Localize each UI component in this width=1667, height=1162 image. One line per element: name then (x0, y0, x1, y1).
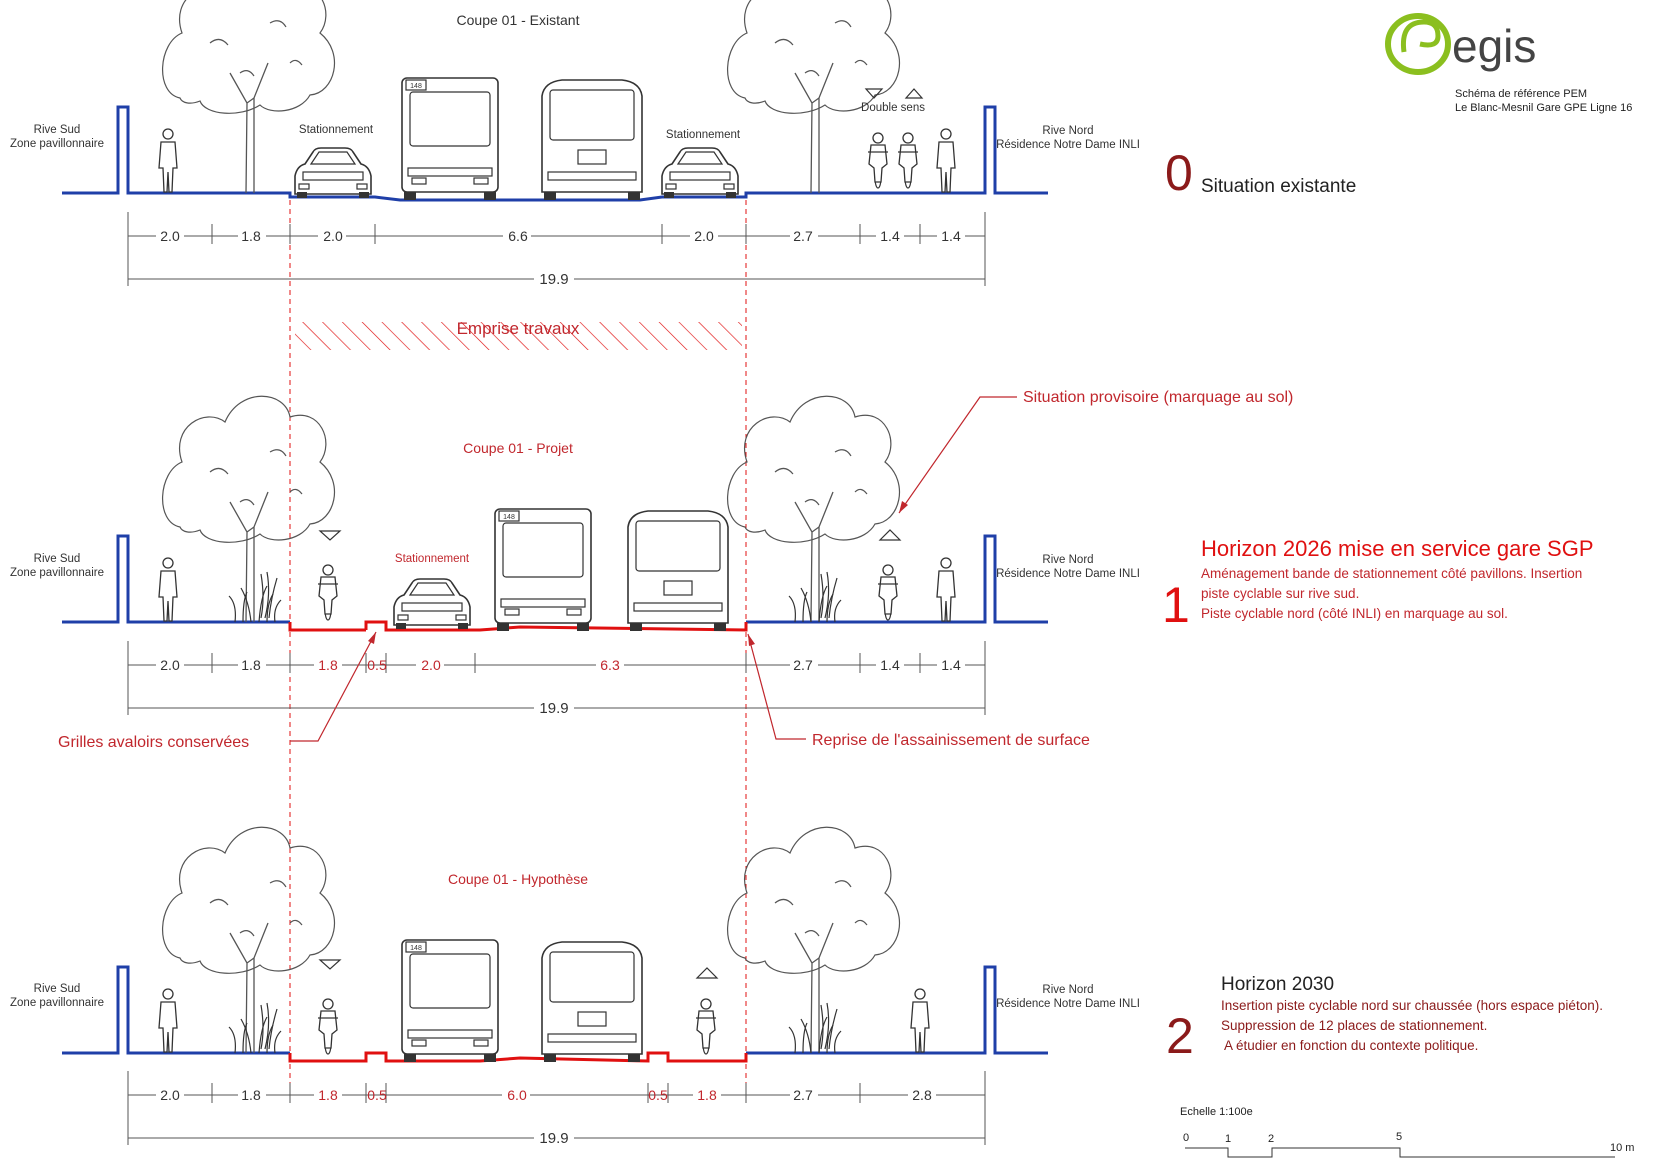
sidewalk-south-profile (62, 534, 290, 624)
section-existing: Coupe 01 - Existant Rive Sud Zone pavill… (10, 0, 1356, 288)
reference-line-2: Le Blanc-Mesnil Gare GPE Ligne 16 (1455, 102, 1632, 114)
bike-direction-label: Double sens (861, 102, 925, 114)
reference-line-1: Schéma de référence PEM (1455, 88, 1587, 100)
section-project: Coupe 01 - Projet Rive Sud Zone pavillon… (10, 389, 1594, 751)
south-side-sublabel: Zone pavillonnaire (10, 567, 104, 579)
scale-tick-10: 10 m (1610, 1142, 1634, 1154)
direction-down-icon (318, 959, 342, 970)
dim-gutter: 0.5 (367, 657, 387, 673)
parking-label: Stationnement (395, 553, 470, 565)
dim-sidewalk-edge: 1.4 (941, 657, 961, 673)
sidewalk-south-profile (62, 965, 290, 1055)
south-side-sublabel: Zone pavillonnaire (10, 997, 104, 1009)
dim-roadway: 6.0 (507, 1087, 527, 1103)
callout-grilles: Grilles avaloirs conservées (58, 734, 249, 751)
parking-left-label: Stationnement (299, 124, 374, 136)
south-side-sublabel: Zone pavillonnaire (10, 138, 104, 150)
direction-up-icon (878, 529, 902, 541)
scale-bar: Echelle 1:100e 0 1 2 5 10 m (1180, 1106, 1634, 1158)
north-side-label: Rive Nord (1042, 984, 1093, 996)
south-side-label: Rive Sud (34, 124, 81, 136)
dim-gutter-south: 0.5 (367, 1087, 387, 1103)
sidewalk-north-profile (746, 534, 1048, 624)
provisoire-leader-line (898, 396, 1017, 514)
arrow-head-icon (748, 634, 755, 646)
dim-total: 19.9 (539, 700, 568, 717)
north-side-sublabel: Résidence Notre Dame INLI (996, 568, 1140, 580)
section-title: Coupe 01 - Projet (463, 440, 573, 456)
horizon-0-title: Situation existante (1201, 176, 1356, 197)
dim-sidewalk-edge: 2.8 (912, 1087, 932, 1103)
horizon-1-line-1: Aménagement bande de stationnement côté … (1201, 566, 1582, 581)
horizon-2-line-1: Insertion piste cyclable nord sur chauss… (1221, 998, 1603, 1013)
section-hypothesis: Coupe 01 - Hypothèse Rive Sud Zone pavil… (10, 826, 1603, 1147)
north-side-sublabel: Résidence Notre Dame INLI (996, 139, 1140, 151)
dim-sidewalk-north: 2.7 (793, 1087, 813, 1103)
horizon-2-title: Horizon 2030 (1221, 974, 1334, 995)
horizon-2-line-3: A étudier en fonction du contexte politi… (1224, 1038, 1478, 1053)
dim-planting-south: 1.8 (241, 228, 261, 244)
direction-up-icon (904, 88, 924, 99)
dim-bike-lane-south: 1.8 (318, 657, 338, 673)
north-side-label: Rive Nord (1042, 554, 1093, 566)
north-side-label: Rive Nord (1042, 125, 1093, 137)
dim-roadway: 6.6 (508, 228, 528, 244)
arrow-head-icon (368, 632, 376, 644)
north-side-sublabel: Résidence Notre Dame INLI (996, 998, 1140, 1010)
section-title: Coupe 01 - Existant (457, 12, 580, 28)
dim-bike-lane-north: 1.8 (697, 1087, 717, 1103)
sidewalk-north-profile (746, 965, 1048, 1055)
horizon-2-number: 2 (1166, 1008, 1194, 1064)
direction-down-icon (318, 530, 342, 541)
callout-reprise: Reprise de l'assainissement de surface (812, 732, 1090, 749)
work-zone-hatch (295, 322, 742, 350)
dim-parking-south: 2.0 (323, 228, 343, 244)
dim-sidewalk-north: 2.7 (793, 228, 813, 244)
existing-ground-profile (62, 105, 1048, 202)
horizon-1-title: Horizon 2026 mise en service gare SGP (1201, 536, 1594, 561)
direction-up-icon (695, 967, 719, 979)
dim-sidewalk-edge: 1.4 (941, 228, 961, 244)
direction-down-icon (864, 88, 884, 99)
scale-tick-0: 0 (1183, 1132, 1189, 1144)
dim-planting-south: 1.8 (241, 657, 261, 673)
dim-bike-lane: 1.4 (880, 228, 900, 244)
dim-parking-north: 2.0 (694, 228, 714, 244)
dim-total: 19.9 (539, 1130, 568, 1147)
dim-sidewalk-south: 2.0 (160, 657, 180, 673)
south-side-label: Rive Sud (34, 553, 81, 565)
brand-name: egis (1452, 20, 1536, 72)
horizon-2-line-2: Suppression de 12 places de stationnemen… (1221, 1018, 1487, 1033)
egis-logo: egis (1385, 13, 1536, 75)
horizon-0-number: 0 (1165, 145, 1193, 201)
dim-total: 19.9 (539, 271, 568, 288)
hypothesis-roadway-profile (288, 1051, 748, 1063)
project-roadway-profile (288, 620, 748, 632)
section-title: Coupe 01 - Hypothèse (448, 871, 588, 887)
work-zone-label: Emprise travaux (457, 319, 580, 338)
scale-tick-2: 2 (1268, 1133, 1274, 1145)
dim-parking: 2.0 (421, 657, 441, 673)
grilles-leader-line (290, 631, 377, 742)
scale-tick-5: 5 (1396, 1131, 1402, 1143)
reprise-leader-line (747, 633, 806, 740)
scale-tick-1: 1 (1225, 1133, 1231, 1145)
dim-sidewalk-north: 2.7 (793, 657, 813, 673)
horizon-1-line-2: piste cyclable sur rive sud. (1201, 586, 1359, 601)
horizon-1-number: 1 (1162, 577, 1190, 633)
callout-provisoire: Situation provisoire (marquage au sol) (1023, 389, 1293, 406)
dim-sidewalk-south: 2.0 (160, 1087, 180, 1103)
dim-planting-south: 1.8 (241, 1087, 261, 1103)
dim-sidewalk-south: 2.0 (160, 228, 180, 244)
dim-gutter-north: 0.5 (648, 1087, 668, 1103)
dim-roadway: 6.3 (600, 657, 620, 673)
dim-bike-lane-south: 1.8 (318, 1087, 338, 1103)
horizon-1-line-3: Piste cyclable nord (côté INLI) en marqu… (1201, 606, 1508, 621)
scale-title: Echelle 1:100e (1180, 1106, 1253, 1118)
south-side-label: Rive Sud (34, 983, 81, 995)
dim-bike-lane-north: 1.4 (880, 657, 900, 673)
arrow-head-icon (899, 501, 908, 513)
parking-right-label: Stationnement (666, 129, 741, 141)
